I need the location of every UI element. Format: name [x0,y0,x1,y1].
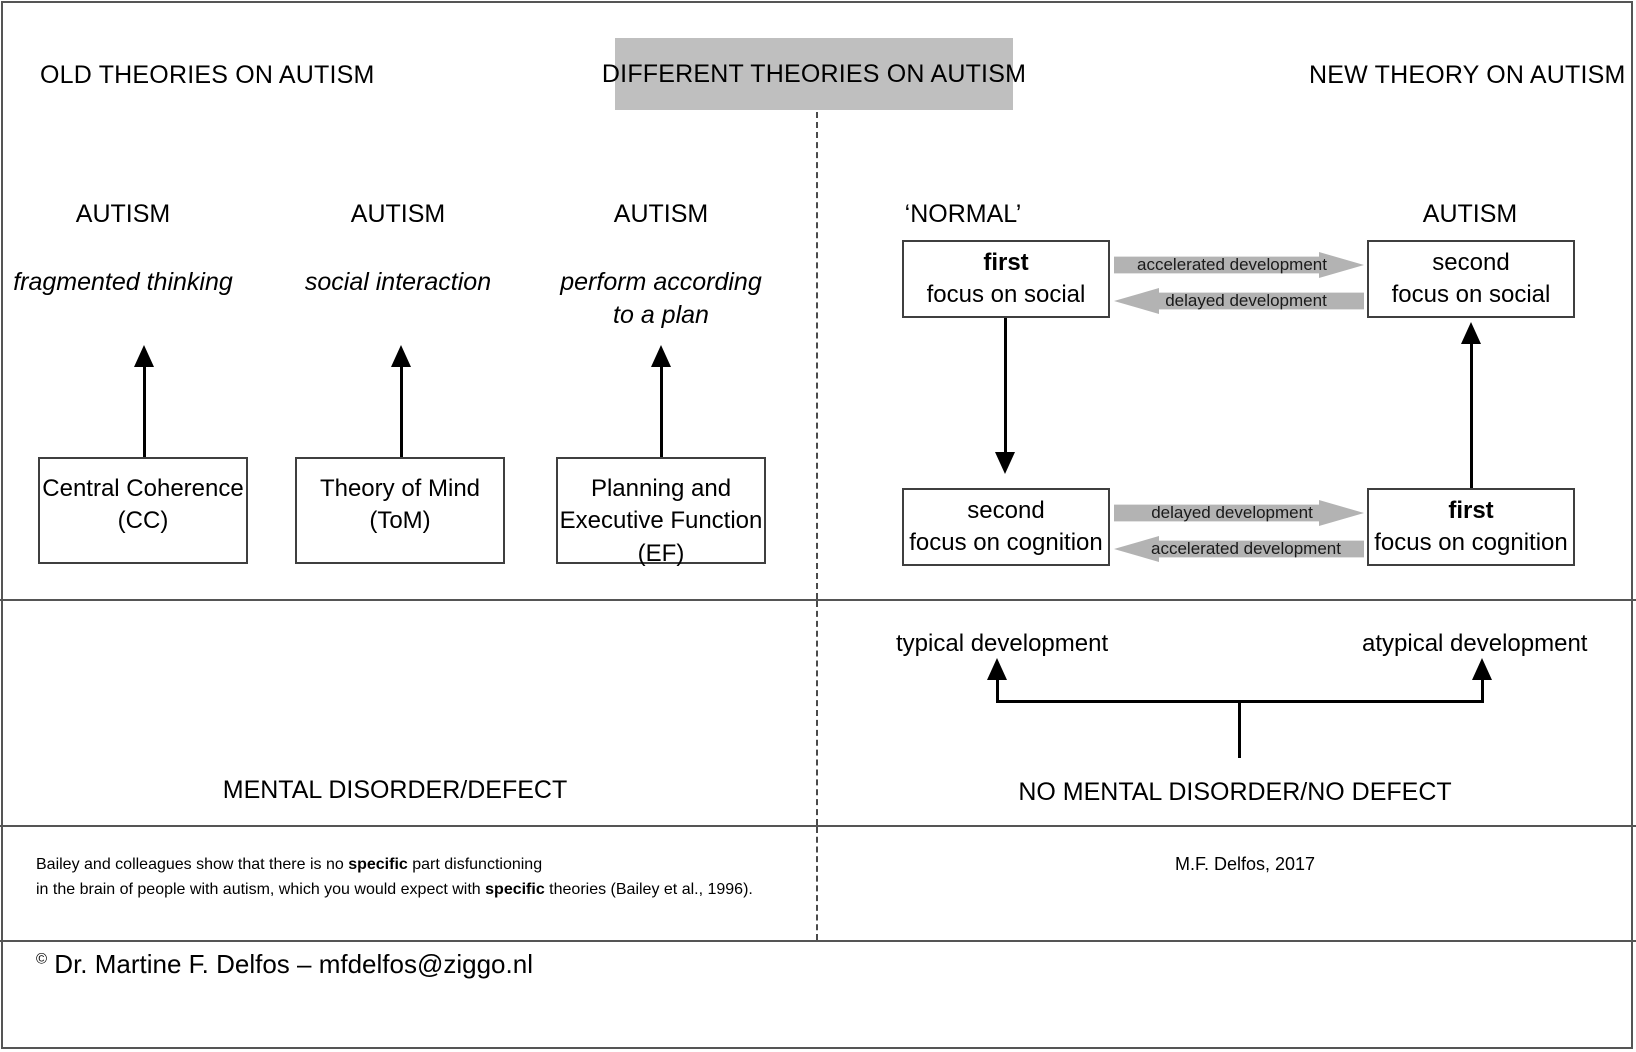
description-fragmented-thinking: fragmented thinking [13,268,233,296]
dev-box-normal-cognition-order: second [967,496,1045,524]
autism-label-ef: AUTISM [613,200,709,228]
vertical-dashed-divider-top [816,112,818,599]
conclusion-no-mental-disorder: NO MENTAL DISORDER/NO DEFECT [1018,778,1452,806]
arrow-head-cc [134,345,154,367]
dev-box-normal-first-social: first focus on social [902,240,1110,318]
footnote-line1-part1: Bailey and colleagues show that there is… [36,856,349,873]
copyright-line: © Dr. Martine F. Delfos – mfdelfos@ziggo… [36,949,533,980]
footnote-bailey: Bailey and colleagues show that there is… [36,853,756,903]
divider-rule-middle [0,825,1636,827]
description-perform-according-to-a-plan: perform according to a plan [556,266,766,331]
label-atypical-development: atypical development [1362,630,1588,657]
branch-arrow-head-atypical [1472,658,1492,680]
column-label-normal: ‘NORMAL’ [904,200,1022,228]
theory-box-ef-line3: (EF) [637,539,685,567]
footnote-line1-bold: specific [348,856,408,873]
header-new-theory: NEW THEORY ON AUTISM [1309,61,1626,89]
dev-box-autism-cognition-focus: focus on cognition [1374,529,1568,556]
dev-box-autism-first-cognition: first focus on cognition [1367,488,1575,566]
footnote-line1-part2: part disfunctioning [407,856,543,873]
arrow-shaft-cc [143,364,146,458]
footnote-line-2: in the brain of people with autism, whic… [36,878,756,903]
theory-box-planning-executive-function: Planning and Executive Function (EF) [556,457,766,567]
dev-box-normal-cognition-focus: focus on cognition [909,529,1103,556]
autism-label-tom: AUTISM [350,200,446,228]
description-ef-line2: to a plan [613,300,709,329]
arrow-shaft-normal-downward [1004,318,1007,455]
theory-box-ef-line2: Executive Function [559,507,763,535]
block-arrow-top-right-label: accelerated development [1137,255,1327,274]
arrow-head-normal-downward [995,452,1015,474]
autism-label-cc: AUTISM [75,200,171,228]
header-different-theories-box: DIFFERENT THEORIES ON AUTISM [602,38,1026,110]
vertical-dashed-divider-bottom [816,827,818,940]
arrow-head-ef [651,345,671,367]
arrow-shaft-autism-upward [1470,344,1473,512]
copyright-text: Dr. Martine F. Delfos – mfdelfos@ziggo.n… [47,949,533,979]
branch-shaft-atypical [1481,678,1484,702]
block-arrow-bottom-right-label: delayed development [1151,503,1313,522]
vertical-dashed-divider-middle [816,601,818,825]
arrow-shaft-ef [660,364,663,458]
block-arrow-bottom-left-label: accelerated development [1151,539,1341,558]
theory-box-ef-line1: Planning and [590,475,732,502]
footnote-line2-bold: specific [485,880,545,898]
branch-arrow-head-typical [987,658,1007,680]
dev-box-autism-social-focus: focus on social [1391,281,1551,308]
theory-box-tom-line1: Theory of Mind [319,475,481,502]
theory-box-tom-line2: (ToM) [369,507,431,535]
dev-box-normal-social-focus: focus on social [926,281,1086,308]
theory-box-cc-line1: Central Coherence [42,475,244,502]
divider-rule-upper [0,599,1636,601]
branch-shaft-stem [1238,700,1241,758]
branch-shaft-typical [996,678,999,702]
header-old-theories: OLD THEORIES ON AUTISM [40,61,375,89]
divider-rule-lower [0,940,1636,942]
description-ef-line1: perform according [560,268,762,296]
column-label-autism: AUTISM [1422,200,1518,228]
copyright-symbol: © [36,950,48,968]
theory-box-cc-line2: (CC) [117,507,169,535]
dev-box-autism-second-social: second focus on social [1367,240,1575,318]
footnote-line-1: Bailey and colleagues show that there is… [36,853,756,878]
theory-box-theory-of-mind: Theory of Mind (ToM) [295,457,505,564]
theory-box-central-coherence: Central Coherence (CC) [38,457,248,564]
credit-delfos: M.F. Delfos, 2017 [1174,854,1316,874]
dev-box-normal-social-order: first [983,248,1029,276]
dev-box-normal-second-cognition: second focus on cognition [902,488,1110,566]
footnote-line2-part2: theories (Bailey et al., 1996). [544,880,753,898]
footnote-line2-part1: in the brain of people with autism, whic… [36,880,486,898]
arrow-head-tom [391,345,411,367]
arrow-shaft-tom [400,364,403,458]
conclusion-mental-disorder: MENTAL DISORDER/DEFECT [222,776,568,804]
description-social-interaction: social interaction [304,268,492,296]
dev-box-autism-social-order: second [1432,248,1510,276]
arrow-head-autism-upward [1461,322,1481,344]
dev-box-autism-cognition-order: first [1448,496,1494,524]
header-different-theories-label: DIFFERENT THEORIES ON AUTISM [601,59,1027,88]
label-typical-development: typical development [896,630,1109,657]
block-arrow-top-left-label: delayed development [1165,291,1327,310]
